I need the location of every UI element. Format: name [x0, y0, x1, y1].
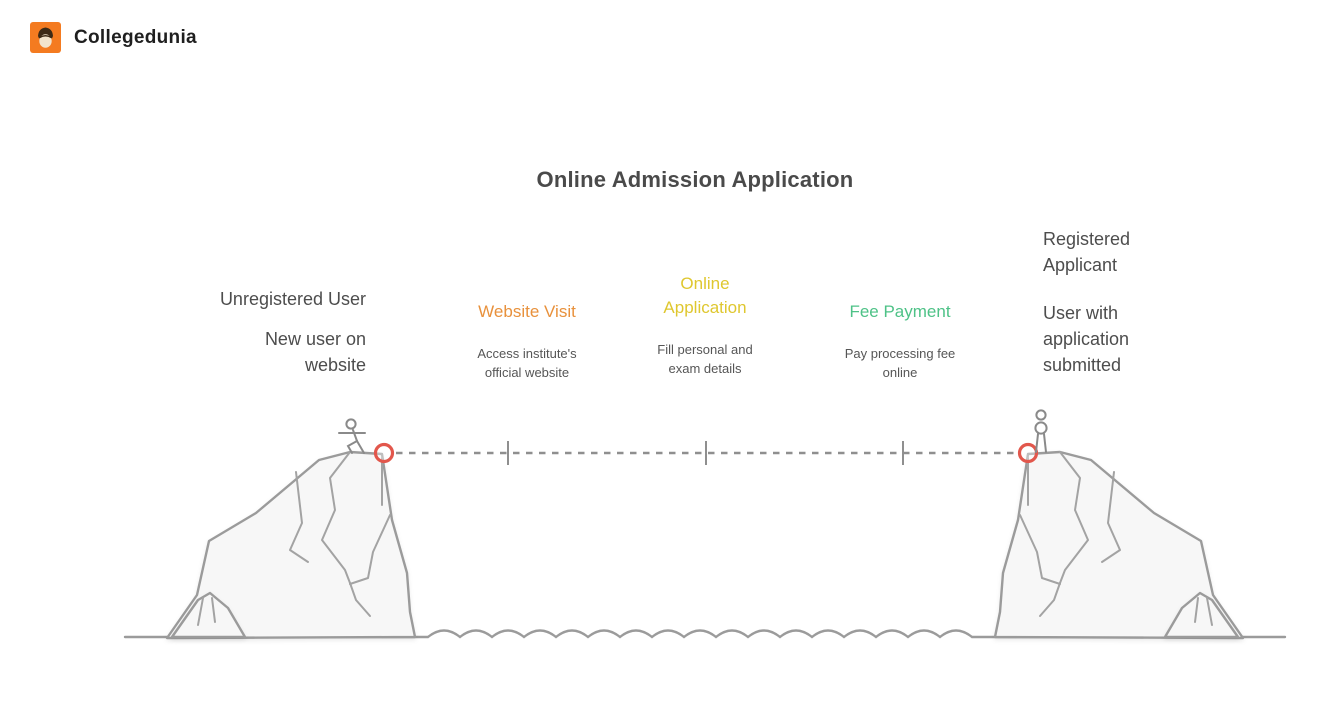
- standing-figure-icon: [1034, 409, 1048, 453]
- diagram-title: Online Admission Application: [536, 167, 854, 192]
- stage-fee-payment: Fee Payment Pay processing fee online: [845, 300, 956, 382]
- stage-heading: Fee Payment: [849, 302, 951, 321]
- bridge-dashed-line: [396, 441, 1016, 465]
- stage-description: User with application submitted: [1043, 303, 1130, 375]
- start-marker-icon: [373, 442, 395, 464]
- ground-and-water-line: [123, 629, 1287, 639]
- collegedunia-mascot-icon: [30, 22, 61, 53]
- stage-description: Access institute's official website: [477, 346, 577, 380]
- stage-description: New user on website: [264, 329, 366, 375]
- right-cliff: [993, 450, 1245, 640]
- left-cliff-rock: [170, 591, 247, 639]
- stage-description: Pay processing fee online: [844, 346, 956, 380]
- stage-online-application: Online Application Fill personal and exa…: [657, 272, 752, 378]
- left-cliff: [165, 450, 417, 640]
- stage-registered-applicant: Registered Applicant User with applicati…: [1043, 226, 1130, 378]
- stage-heading: Registered Applicant: [1043, 229, 1131, 275]
- stage-heading: Unregistered User: [219, 289, 366, 309]
- climber-figure-icon: [338, 418, 366, 454]
- stage-heading: Online Application: [663, 274, 747, 317]
- right-cliff-rock: [1163, 591, 1240, 639]
- end-marker-icon: [1017, 442, 1039, 464]
- stage-website-visit: Website Visit Access institute's officia…: [477, 300, 576, 382]
- stage-heading: Website Visit: [478, 302, 576, 321]
- brand-name: Collegedunia: [74, 26, 197, 48]
- stage-description: Fill personal and exam details: [657, 342, 753, 376]
- brand: Collegedunia: [30, 22, 197, 53]
- stage-unregistered-user: Unregistered User New user on website: [220, 286, 366, 378]
